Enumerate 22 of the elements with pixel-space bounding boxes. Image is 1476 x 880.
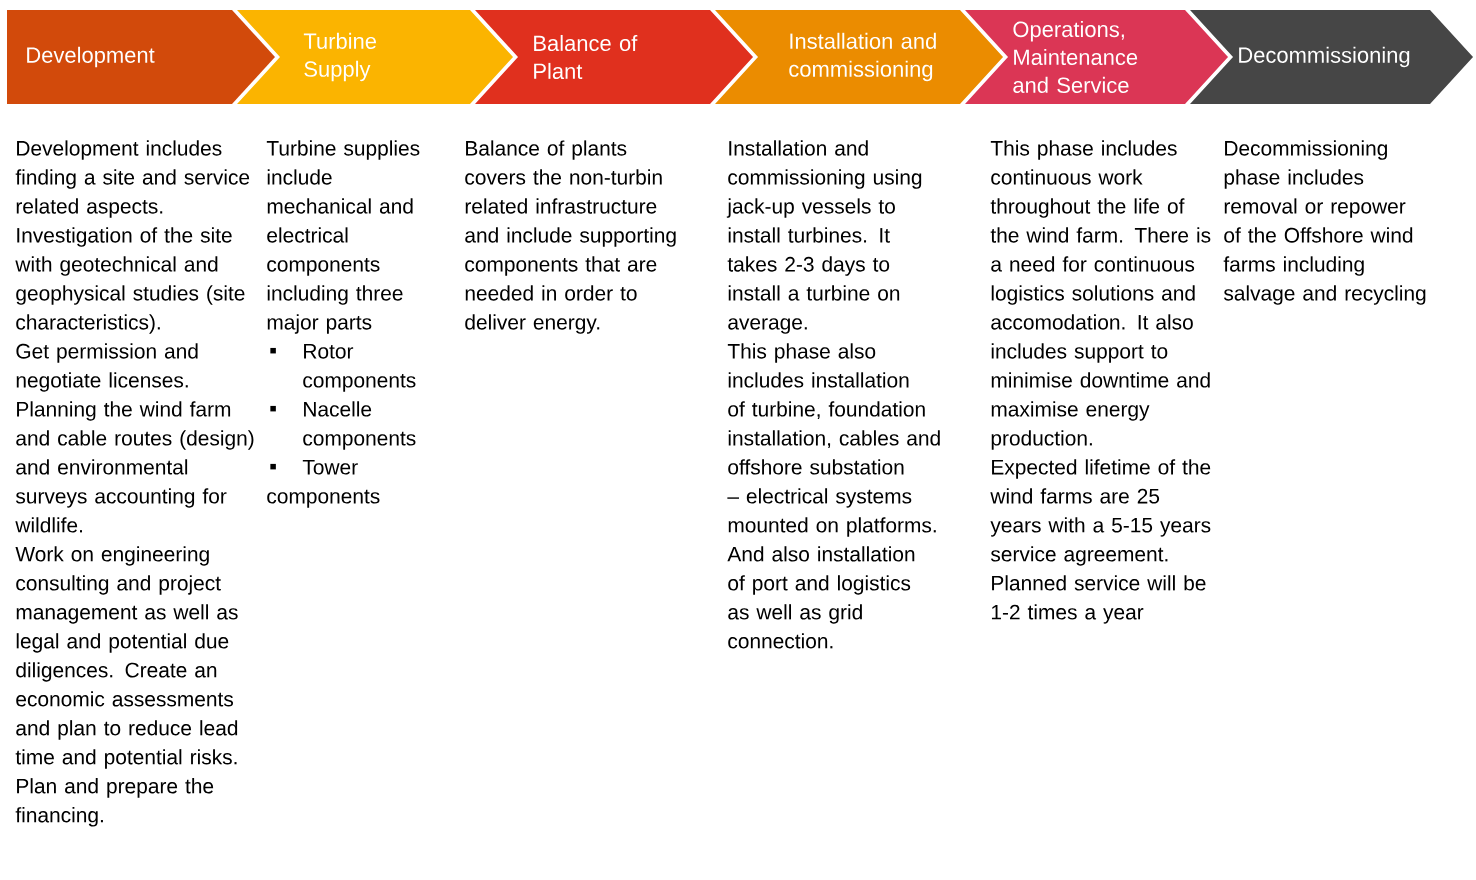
description-text: Get permission and negotiate licenses. bbox=[16, 343, 198, 392]
list-item: Tower components bbox=[267, 460, 380, 508]
description-text: This phase also includes installation of turbine, foundation installation, cables and offshore substation – electrical systems mounted on platforms. And also installation of port and logistics as well as grid connection. bbox=[727, 343, 940, 649]
description-text: Balance of plants covers the non-turbin related infrastructure and include supporting components that are needed in order to deliver energy. bbox=[465, 140, 676, 334]
phase-banner: Turbine Supply bbox=[237, 10, 513, 104]
description-text: Expected lifetime of the wind farms are 25 years with a 5-15 years service agreement. bbox=[990, 459, 1211, 566]
description-text: Installation and commissioning using jack-up vessels to install turbines. It takes 2-3 days to install a turbine on average. bbox=[726, 140, 922, 334]
description-text: Plan and prepare the financing. bbox=[15, 778, 214, 827]
phase-banner: Decommissioning bbox=[1190, 10, 1473, 104]
description-text: Development includes finding a site and service related aspects. Investigation of the site with geotechnical and geophysical studies (site characteristics). bbox=[15, 140, 250, 334]
list-item: Nacelle components bbox=[270, 401, 416, 450]
description-text: This phase includes continuous work throughout the life of the wind farm. There is a need for continuous logistics solutions and accomodation. It also includes support to minimise downtime and maximise energy production. bbox=[990, 140, 1211, 450]
phase-banner: Installation and commissioning bbox=[715, 10, 1003, 104]
description-text: Planned service will be 1-2 times a year bbox=[991, 575, 1206, 624]
phase-banner: Operations, Maintenance and Service bbox=[965, 10, 1228, 104]
description-text: Work on engineering consulting and project management as well as legal and potential due diligences. Create an economic assessments and plan to reduce lead time and potential risks. bbox=[15, 546, 238, 769]
description-text: Decommissioning phase includes removal or repower of the Offshore wind farms including salvage and recycling bbox=[1223, 140, 1426, 305]
phase-banner: Development bbox=[7, 10, 275, 104]
phase-banner: Balance of Plant bbox=[475, 10, 753, 104]
list-item: Rotor components bbox=[270, 344, 416, 392]
description-text: Planning the wind farm and cable routes (design) and environmental surveys accounting for wildlife. bbox=[15, 401, 254, 533]
description-text: Turbine supplies include mechanical and electrical components including three major parts bbox=[266, 140, 420, 334]
